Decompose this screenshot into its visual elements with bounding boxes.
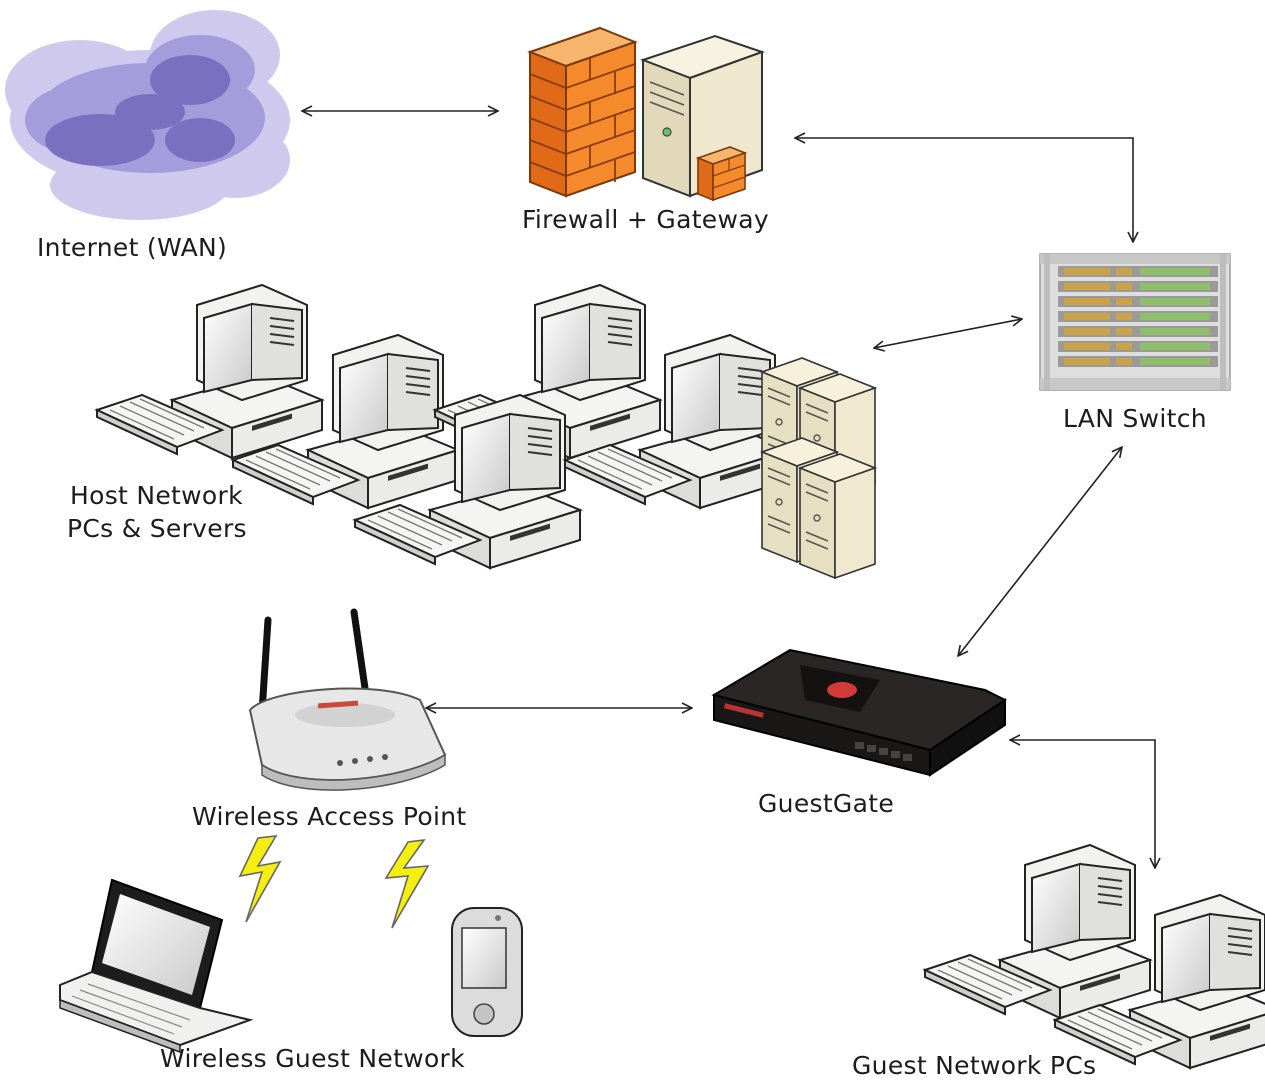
server-tower-icon [799, 453, 876, 579]
link-switch-guestgate [958, 447, 1122, 656]
guestgate-device-icon [711, 648, 1007, 777]
link-guestgate-guestpcs [1010, 740, 1155, 868]
host-network-label-line1: Host Network [70, 481, 243, 510]
link-switch-hosts [874, 319, 1022, 348]
connection-lines [302, 111, 1155, 868]
laptop-icon [59, 878, 254, 1054]
network-switch-icon [1039, 253, 1231, 391]
guestgate-label: GuestGate [758, 789, 895, 818]
wireless-access-point-label: Wireless Access Point [192, 802, 467, 831]
wireless-signal-icon [238, 835, 430, 929]
firewall-server-icon [527, 26, 766, 202]
firewall-gateway-label: Firewall + Gateway [522, 205, 769, 234]
cloud-icon [5, 10, 290, 220]
link-firewall-switch [795, 138, 1133, 242]
pda-icon [451, 907, 523, 1037]
desktop-pc-icon [924, 844, 1151, 1019]
guest-network-pcs-label: Guest Network PCs [852, 1051, 1097, 1080]
wireless-router-icon [248, 608, 447, 791]
guest-network-pcs-group [924, 844, 1265, 1069]
wireless-guest-network-label: Wireless Guest Network [160, 1044, 465, 1073]
lan-switch-label: LAN Switch [1063, 404, 1207, 433]
host-network-label-line2: PCs & Servers [67, 514, 247, 543]
desktop-pc-icon [96, 284, 323, 459]
internet-label: Internet (WAN) [37, 233, 228, 262]
